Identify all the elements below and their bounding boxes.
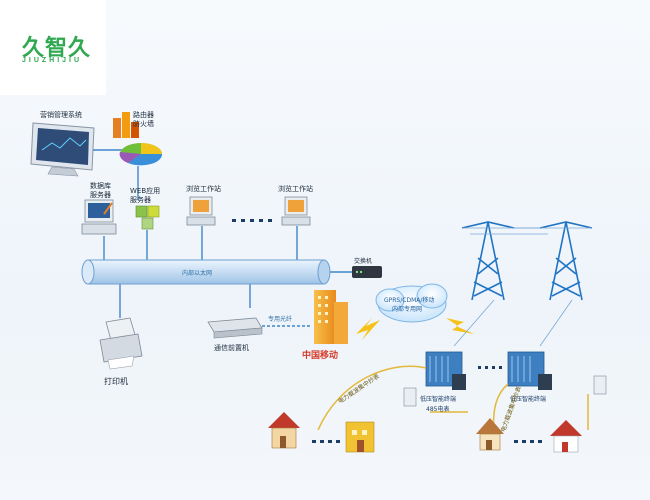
monitor-icon: [30, 122, 95, 177]
switch-label: 交换机: [354, 258, 373, 265]
fiber-label: 专用光纤: [268, 316, 293, 323]
house-icon: [268, 412, 300, 449]
transformer-icon: [425, 351, 466, 390]
web-server-icon: [135, 205, 160, 230]
lan-drops: [103, 226, 352, 318]
router-label: 路由器: [133, 111, 154, 119]
cloud-label-2: 内部专用网: [392, 306, 423, 313]
workstation-label-1: 浏览工作站: [186, 185, 221, 193]
terminal-label-2: 低压智能终端: [510, 396, 547, 403]
network-cloud-icon: [375, 283, 448, 323]
wireless-bolt-icon: [356, 318, 380, 340]
ellipsis-dots: [478, 366, 502, 369]
ellipsis-dots: [312, 440, 340, 443]
logo-english: JIUZHIJIU: [22, 57, 83, 64]
workstation-icon: [186, 196, 216, 226]
transformer-icon: [507, 351, 552, 390]
front-end-label: 通信前置机: [214, 344, 249, 352]
database-server-label: 服务器: [90, 191, 111, 199]
cloud-label-1: GPRS/CDMA/移动: [384, 297, 435, 304]
database-server-icon: [81, 199, 117, 235]
transmission-tower-icon: [539, 221, 593, 301]
ellipsis-dots: [514, 440, 542, 443]
front-end-server-icon: [207, 317, 263, 339]
carrier-buildings-icon: [314, 290, 348, 344]
ethernet-pipe: [81, 259, 331, 285]
printer-icon: [99, 317, 143, 370]
web-app-label: WEB应用: [130, 187, 161, 195]
meter-box-icon: [403, 375, 607, 407]
workstation-label-2: 浏览工作站: [278, 185, 313, 193]
printer-label: 打印机: [104, 377, 128, 386]
ellipsis-dots: [232, 219, 272, 222]
carrier-label: 中国移动: [302, 351, 339, 361]
router-firewall-icon: [113, 112, 163, 166]
house-icon: [345, 421, 375, 453]
logo-chinese: 久智久: [22, 36, 92, 61]
terminal-label-1: 低压智能终端: [420, 396, 457, 403]
wireless-bolt-icon: [446, 318, 474, 334]
meter-box-label: 485电表: [426, 406, 450, 413]
transmission-tower-icon: [461, 221, 515, 301]
switch-icon: [352, 266, 382, 278]
brand-logo: 久智久 JIUZHIJIU: [0, 0, 106, 95]
power-lines: [453, 227, 592, 347]
ethernet-label: 内部以太网: [182, 270, 213, 277]
workstation-icon: [281, 196, 311, 226]
database-label: 数据库: [90, 182, 111, 190]
house-icon: [476, 418, 504, 451]
web-server-label: 服务器: [130, 196, 151, 204]
billing-system-label: 营销管理系统: [40, 111, 82, 119]
house-icon: [550, 420, 582, 453]
firewall-label: 防火墙: [133, 120, 154, 128]
